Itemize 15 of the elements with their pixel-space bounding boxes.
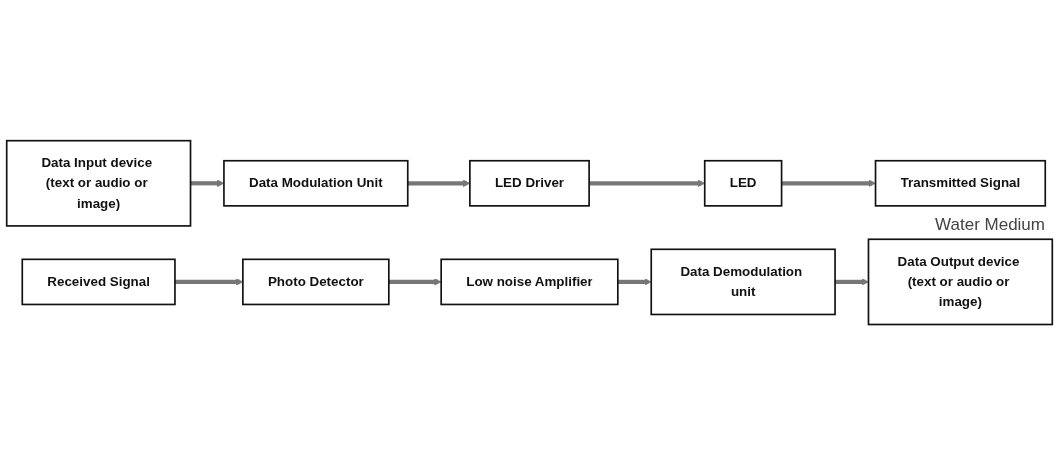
node-box: Low noise Amplifier xyxy=(440,258,619,306)
node-box: Photo Detector xyxy=(242,258,390,306)
node-box: Transmitted Signal xyxy=(874,160,1047,208)
node-box: Data Demodulation unit xyxy=(650,248,836,316)
node-box: Data Input device (text or audio or image) xyxy=(5,140,192,228)
node-box: Received Signal xyxy=(21,258,176,306)
node-box: Data Output device (text or audio or image) xyxy=(867,238,1054,326)
arrow xyxy=(617,278,652,286)
arrow xyxy=(781,180,876,188)
node-box: Data Modulation Unit xyxy=(223,160,409,208)
node-box: LED xyxy=(703,160,783,208)
medium-label: Water Medium xyxy=(935,215,1045,235)
arrow xyxy=(388,278,442,286)
arrow xyxy=(835,278,869,286)
node-box: LED Driver xyxy=(469,160,590,208)
